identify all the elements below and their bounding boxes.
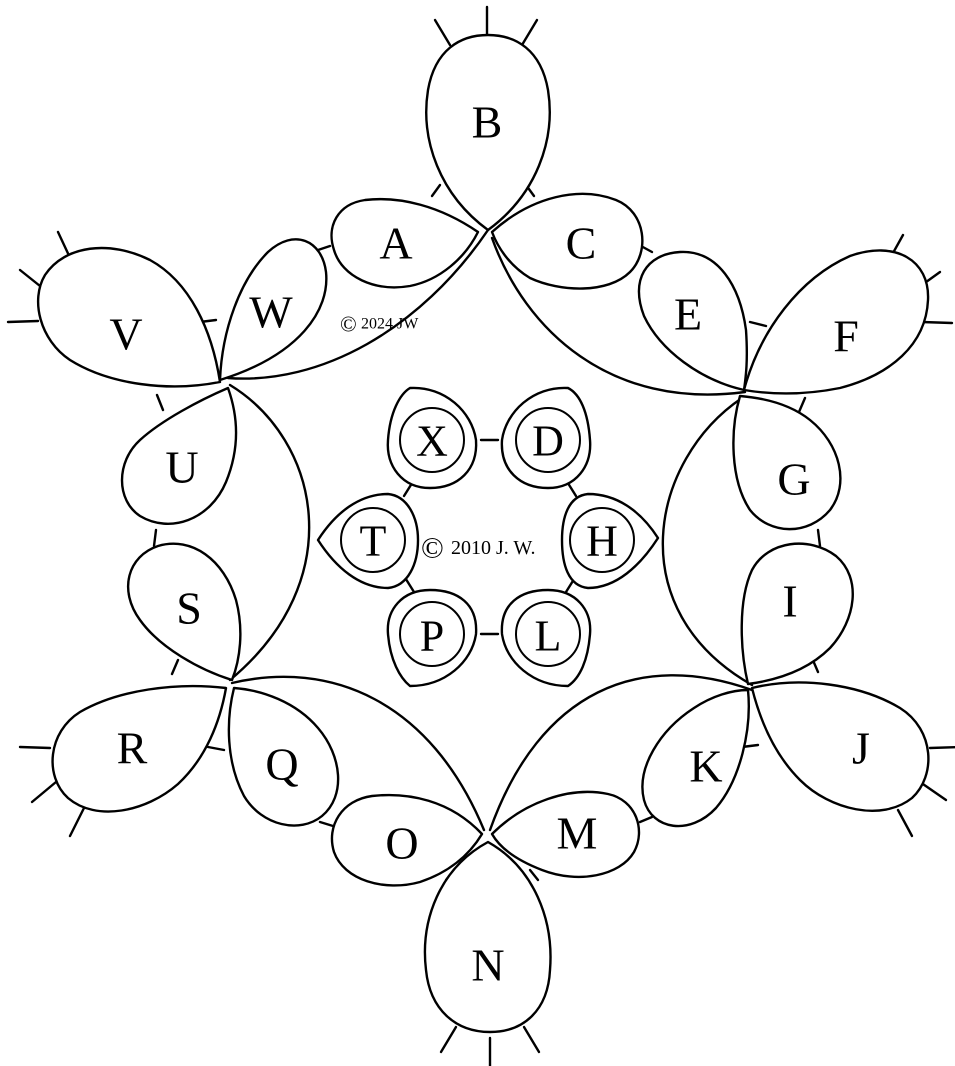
connector xyxy=(638,815,654,824)
picot xyxy=(30,780,58,804)
ring-r xyxy=(51,684,228,813)
label-n: N xyxy=(471,940,504,991)
inner-ring-d-fill xyxy=(515,407,581,473)
ring-n xyxy=(423,840,552,1034)
picot xyxy=(6,319,40,324)
picot xyxy=(896,808,914,838)
label-d: D xyxy=(532,417,564,466)
picot xyxy=(439,1025,458,1054)
ring-e xyxy=(637,250,749,392)
chain-g-i xyxy=(661,396,754,687)
ring-k xyxy=(641,688,750,828)
label-x: X xyxy=(416,417,448,466)
label-g: G xyxy=(777,454,810,505)
label-q: Q xyxy=(265,739,298,790)
ring-q xyxy=(227,686,340,827)
inner-ring-l-fill xyxy=(515,601,581,667)
inner-ring-d xyxy=(500,386,592,490)
label-m: M xyxy=(557,808,598,859)
ring-a xyxy=(330,197,480,289)
picot xyxy=(920,320,954,325)
label-b: B xyxy=(472,97,503,148)
copyright-symbol-top: © xyxy=(340,312,357,337)
ring-u xyxy=(120,386,238,525)
inner-ring-h-fill xyxy=(569,507,635,573)
outer-rings xyxy=(37,33,930,1034)
ring-m xyxy=(490,790,641,879)
chain-a-w xyxy=(226,228,490,380)
label-f: F xyxy=(833,311,859,362)
copyright-text-top: 2024 JW xyxy=(361,316,419,333)
connector xyxy=(816,528,822,548)
picot xyxy=(68,806,86,838)
label-u: U xyxy=(165,442,198,493)
connector xyxy=(206,745,226,752)
label-v: V xyxy=(109,309,142,360)
ring-j xyxy=(750,681,930,812)
inner-ring-t-fill xyxy=(340,507,406,573)
ring-f xyxy=(742,249,930,395)
chains xyxy=(226,228,754,832)
picot xyxy=(433,18,452,47)
chain-o-q xyxy=(230,675,486,832)
label-t: T xyxy=(360,517,387,566)
label-l: L xyxy=(535,612,562,661)
ring-o xyxy=(330,793,484,887)
chain-c-e xyxy=(490,236,747,396)
connector xyxy=(748,320,768,328)
label-i: I xyxy=(782,576,797,627)
inner-rings xyxy=(316,386,660,688)
label-s: S xyxy=(176,583,202,634)
label-e: E xyxy=(674,289,702,340)
chain-k-m xyxy=(488,674,754,832)
inner-ring-labels: X D T H P L xyxy=(360,417,618,661)
ring-w xyxy=(218,238,328,382)
inner-ring-h xyxy=(560,492,660,590)
inner-ring-p xyxy=(386,588,478,688)
chain-s-u xyxy=(228,383,311,682)
ring-g xyxy=(732,394,842,531)
connector xyxy=(528,868,540,882)
label-h: H xyxy=(586,517,618,566)
label-a: A xyxy=(379,218,412,269)
label-k: K xyxy=(689,741,722,792)
ring-v xyxy=(37,246,222,388)
connector xyxy=(155,393,165,412)
ring-b xyxy=(425,33,551,232)
picot xyxy=(928,745,955,750)
connector xyxy=(170,658,180,676)
copyright-symbol-center: © xyxy=(421,532,444,565)
label-j: J xyxy=(852,723,870,774)
ring-c xyxy=(490,192,644,290)
label-r: R xyxy=(117,723,148,774)
connector xyxy=(430,183,442,198)
label-p: P xyxy=(420,612,444,661)
ring-i xyxy=(740,542,854,686)
ring-labels: B A C W E V F U G S I R J Q K O M N xyxy=(109,97,870,991)
picot xyxy=(520,18,539,47)
connector xyxy=(152,528,158,548)
label-w: W xyxy=(249,287,293,338)
inner-ring-x-fill xyxy=(399,407,465,473)
copyright-center: © 2010 J. W. xyxy=(421,532,535,565)
copyright-top: © 2024 JW xyxy=(340,312,419,337)
connector xyxy=(318,820,335,828)
picot xyxy=(18,745,52,750)
ring-s xyxy=(126,542,242,682)
inner-ring-p-fill xyxy=(399,601,465,667)
connector xyxy=(797,396,807,414)
picot xyxy=(522,1025,541,1054)
label-o: O xyxy=(385,818,418,869)
label-c: C xyxy=(566,218,597,269)
connector xyxy=(316,244,332,252)
copyright-text-center: 2010 J. W. xyxy=(451,537,535,559)
picot xyxy=(918,780,948,802)
